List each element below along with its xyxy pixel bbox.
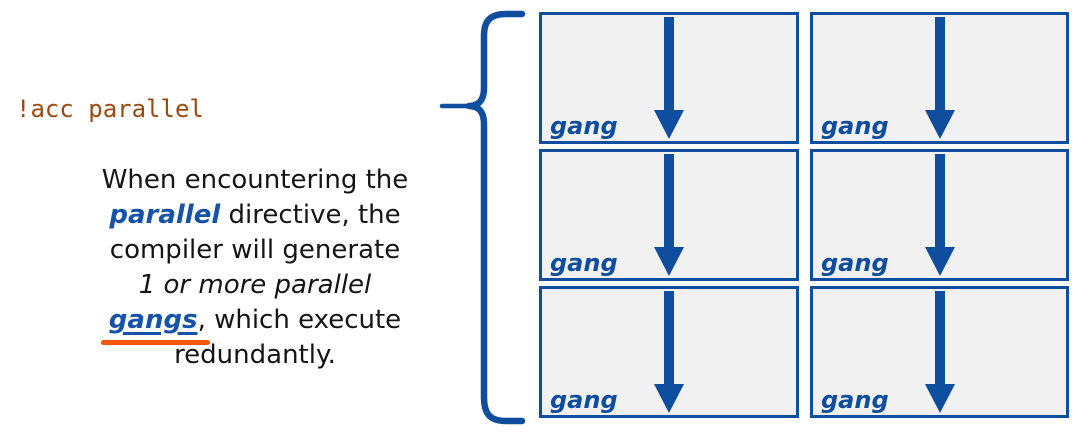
gang-box: gang [539, 12, 799, 144]
paragraph-text: compiler will generate [109, 235, 401, 265]
down-arrow-icon [924, 154, 955, 276]
gang-label: gang [550, 386, 618, 414]
paragraph-text: When encountering the [101, 165, 409, 195]
gang-box: gang [539, 286, 799, 418]
paragraph-line: redundantly. [50, 338, 460, 373]
description-paragraph: When encountering the parallel directive… [50, 163, 460, 373]
paragraph-text: redundantly. [174, 340, 336, 370]
paragraph-line: When encountering the [50, 163, 460, 198]
gang-label: gang [550, 249, 618, 277]
keyword-parallel: parallel [109, 200, 221, 230]
down-arrow-icon [654, 17, 684, 139]
paragraph-text: directive, the [220, 200, 401, 230]
paragraph-line: parallel directive, the [50, 198, 460, 233]
down-arrow-icon [924, 17, 955, 139]
gang-label: gang [550, 112, 618, 140]
down-arrow-icon [654, 154, 684, 276]
keyword-gangs: gangs [108, 305, 198, 335]
gang-box: gang [810, 12, 1069, 144]
left-curly-brace-icon [439, 10, 526, 425]
gang-box: gang [539, 149, 799, 281]
gang-box: gang [810, 286, 1069, 418]
paragraph-line: gangs, which execute [50, 303, 460, 338]
code-directive-label: !acc parallel [16, 95, 204, 123]
paragraph-text: , which execute [197, 305, 402, 335]
down-arrow-icon [924, 291, 955, 413]
paragraph-line-italic: 1 or more parallel [50, 268, 460, 303]
gang-box: gang [810, 149, 1069, 281]
gang-label: gang [821, 386, 889, 414]
paragraph-line: compiler will generate [50, 233, 460, 268]
gang-label: gang [821, 112, 889, 140]
gang-label: gang [821, 249, 889, 277]
down-arrow-icon [654, 291, 684, 413]
paragraph-text: 1 or more parallel [138, 270, 372, 300]
gang-grid: gang gang gang gang [539, 12, 1069, 418]
